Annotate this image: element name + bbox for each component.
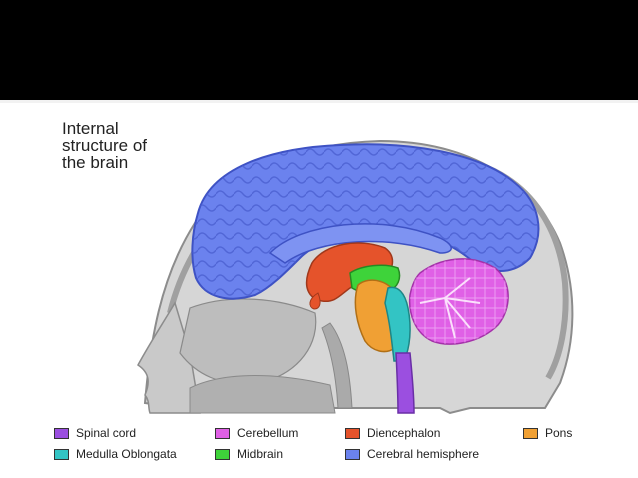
legend-item-cerebral-hemisphere: Cerebral hemisphere: [345, 447, 479, 461]
title-line-2: structure of: [62, 136, 148, 155]
legend-swatch: [54, 448, 69, 460]
legend-label: Midbrain: [237, 447, 284, 461]
legend-label: Pons: [545, 426, 573, 440]
spinal-cord: [395, 352, 415, 414]
arbor-vitae: [419, 277, 481, 339]
face-profile: [137, 301, 201, 414]
tongue: [189, 375, 336, 414]
legend-item-medulla-oblongata: Medulla Oblongata: [54, 447, 177, 461]
top-black-band: [0, 0, 638, 100]
title-line-1: Internal: [62, 119, 119, 138]
legend-label: Spinal cord: [76, 426, 137, 440]
legend-item-diencephalon: Diencephalon: [345, 426, 440, 440]
header-divider: [0, 100, 638, 103]
legend-item-pons: Pons: [523, 426, 572, 440]
legend-item-cerebellum: Cerebellum: [215, 426, 298, 440]
legend-swatch: [54, 427, 69, 439]
pharynx: [321, 322, 353, 409]
legend-label: Diencephalon: [367, 426, 441, 440]
legend-swatch: [523, 427, 538, 439]
nasal-cavity: [179, 298, 317, 385]
legend-item-spinal-cord: Spinal cord: [54, 426, 136, 440]
legend-swatch: [345, 448, 360, 460]
medulla-oblongata: [384, 286, 411, 362]
legend-item-midbrain: Midbrain: [215, 447, 283, 461]
legend-label: Cerebellum: [237, 426, 299, 440]
corpus-callosum: [268, 223, 452, 264]
legend-swatch: [345, 427, 360, 439]
diagram-title: Internal structure of the brain: [62, 120, 202, 171]
brain-diagram: [137, 139, 574, 415]
legend-label: Cerebral hemisphere: [367, 447, 480, 461]
legend-swatch: [215, 448, 230, 460]
legend-label: Medulla Oblongata: [76, 447, 177, 461]
title-line-3: the brain: [62, 153, 129, 172]
pituitary: [309, 292, 321, 310]
legend-swatch: [215, 427, 230, 439]
